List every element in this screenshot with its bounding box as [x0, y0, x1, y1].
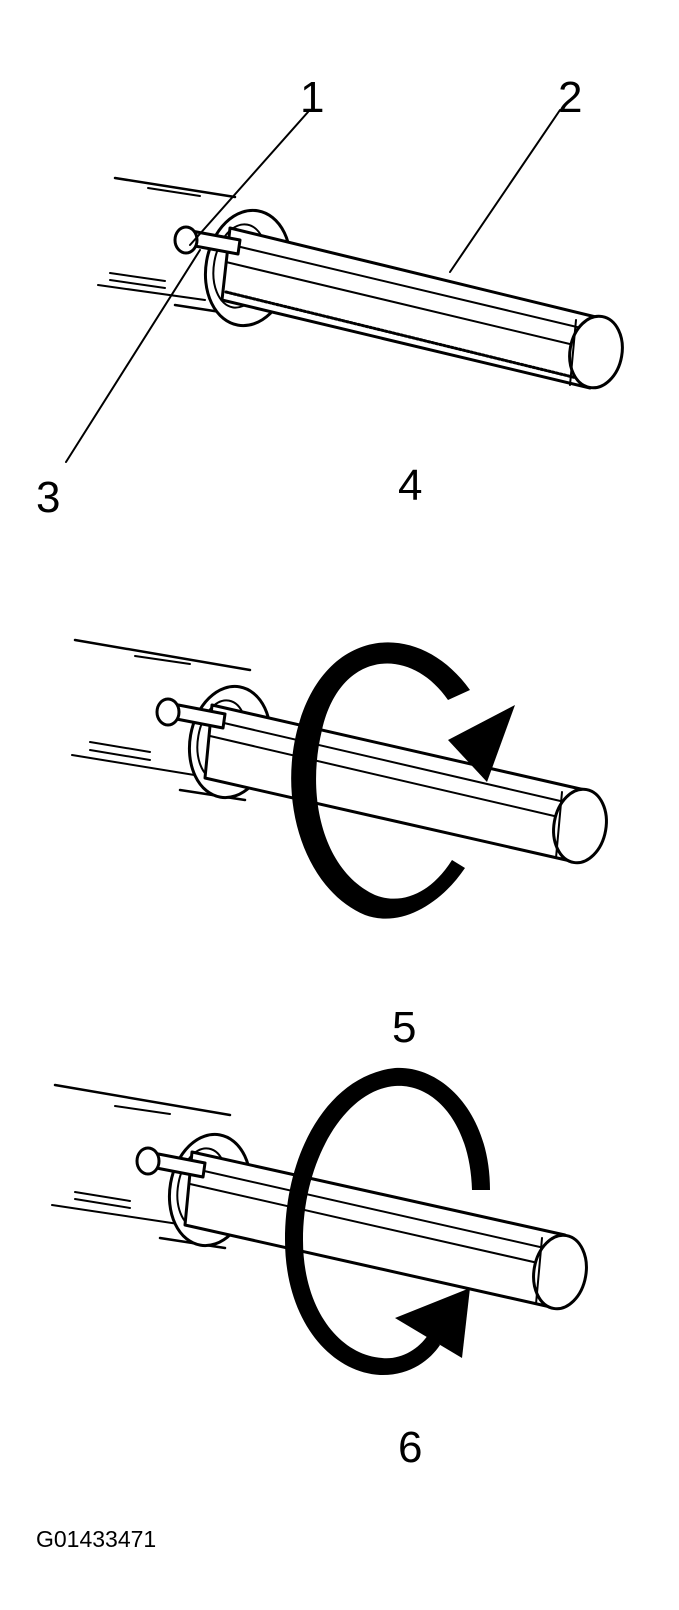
panel-1-assembly — [65, 109, 624, 463]
key-pin — [135, 1146, 207, 1179]
callout-4: 4 — [398, 461, 422, 510]
figure-id: G01433471 — [36, 1526, 156, 1552]
housing-lines — [97, 176, 242, 317]
callout-5: 5 — [392, 1003, 416, 1052]
panel-3-rotate-counterclockwise — [51, 1067, 588, 1376]
callout-2: 2 — [558, 73, 582, 122]
callout-1: 1 — [300, 73, 324, 122]
panel-2-rotate-clockwise — [71, 638, 608, 919]
shaft — [203, 703, 608, 865]
key-pin — [155, 697, 227, 730]
callout-6: 6 — [398, 1423, 422, 1472]
counterclockwise-arrow-icon — [285, 1067, 490, 1376]
leader-lines — [65, 109, 561, 463]
clockwise-arrow-icon — [291, 642, 515, 919]
shaft — [220, 226, 624, 390]
callout-3: 3 — [36, 473, 60, 522]
shaft — [183, 1150, 588, 1311]
